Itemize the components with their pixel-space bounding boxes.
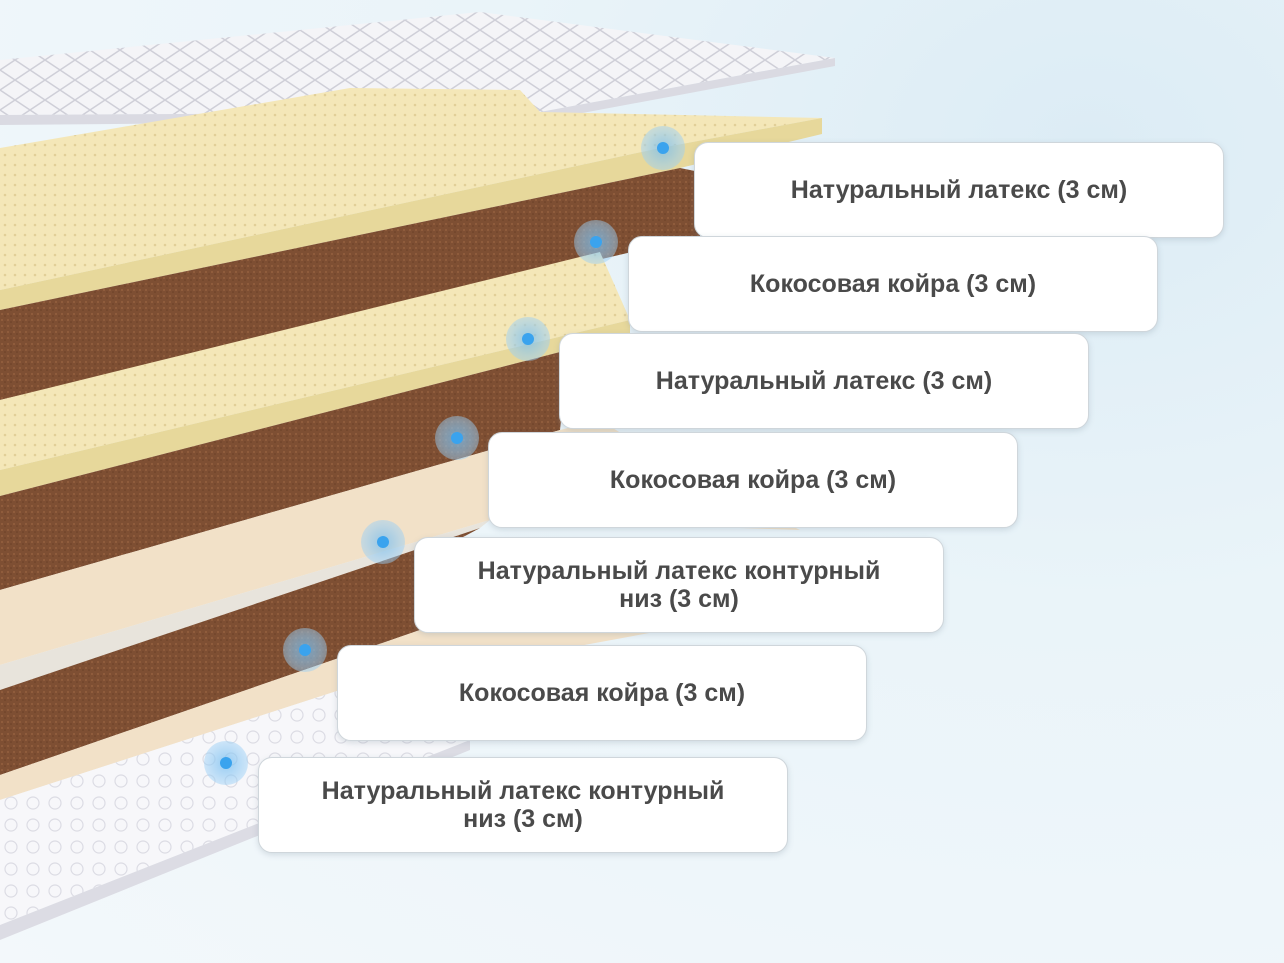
layer-label-5: Натуральный латекс контурный низ (3 см) xyxy=(414,537,944,633)
layer-marker-5[interactable] xyxy=(361,520,405,564)
marker-dot xyxy=(299,644,311,656)
layer-label-4: Кокосовая койра (3 см) xyxy=(488,432,1018,528)
layer-label-3: Натуральный латекс (3 см) xyxy=(559,333,1089,429)
layer-marker-3[interactable] xyxy=(506,317,550,361)
layer-marker-4[interactable] xyxy=(435,416,479,460)
marker-dot xyxy=(657,142,669,154)
layer-label-2: Кокосовая койра (3 см) xyxy=(628,236,1158,332)
layer-label-7: Натуральный латекс контурный низ (3 см) xyxy=(258,757,788,853)
latex-layer-1 xyxy=(0,88,822,310)
coir-layer-2 xyxy=(0,334,630,590)
marker-dot xyxy=(377,536,389,548)
coir-layer-3 xyxy=(0,528,480,775)
layer-marker-6[interactable] xyxy=(283,628,327,672)
coir-layer-1 xyxy=(0,168,700,400)
marker-dot xyxy=(522,333,534,345)
marker-dot xyxy=(590,236,602,248)
marker-dot xyxy=(451,432,463,444)
layer-marker-2[interactable] xyxy=(574,220,618,264)
top-cover-layer xyxy=(0,12,835,125)
layer-label-6: Кокосовая койра (3 см) xyxy=(337,645,867,741)
marker-dot xyxy=(220,757,232,769)
layer-marker-1[interactable] xyxy=(641,126,685,170)
latex-layer-2 xyxy=(0,252,630,496)
layer-marker-7[interactable] xyxy=(204,741,248,785)
layer-label-1: Натуральный латекс (3 см) xyxy=(694,142,1224,238)
